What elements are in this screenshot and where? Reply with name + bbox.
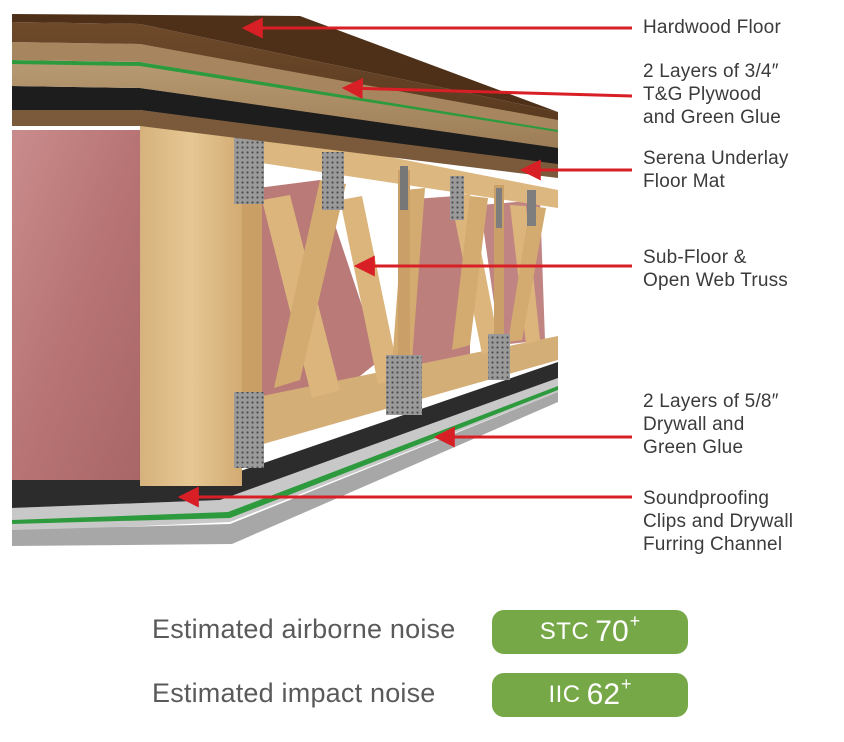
- stc-suffix: +: [630, 611, 641, 632]
- stc-value: 70: [595, 615, 628, 649]
- stc-badge: STC 70 +: [492, 610, 688, 654]
- iic-value: 62: [587, 678, 620, 712]
- iic-name: IIC: [548, 681, 580, 709]
- airborne-noise-label: Estimated airborne noise: [152, 614, 455, 645]
- callout-underlay: Serena Underlay Floor Mat: [643, 147, 789, 193]
- stc-name: STC: [540, 618, 590, 646]
- iic-badge: IIC 62 +: [492, 673, 688, 717]
- impact-noise-label: Estimated impact noise: [152, 678, 436, 709]
- callout-drywall: 2 Layers of 5/8″ Drywall and Green Glue: [643, 390, 779, 459]
- callout-truss: Sub-Floor & Open Web Truss: [643, 246, 788, 292]
- iic-suffix: +: [621, 674, 632, 695]
- callout-clips: Soundproofing Clips and Drywall Furring …: [643, 487, 793, 556]
- callout-hardwood-floor: Hardwood Floor: [643, 16, 781, 39]
- callout-plywood: 2 Layers of 3/4″ T&G Plywood and Green G…: [643, 60, 781, 129]
